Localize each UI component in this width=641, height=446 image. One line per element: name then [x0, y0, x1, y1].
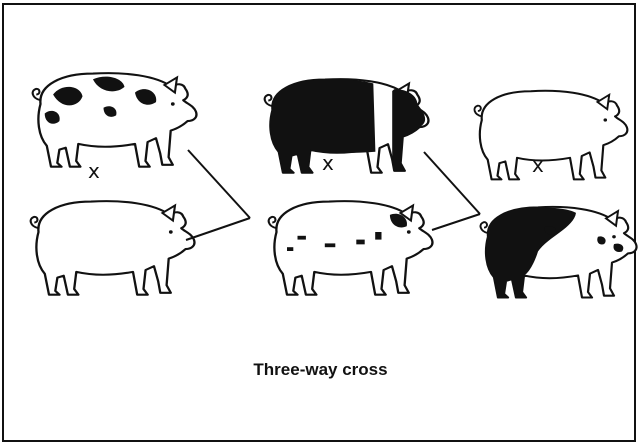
cross-symbol-3: x	[532, 153, 544, 177]
cross-symbol-1: x	[88, 159, 100, 183]
pig-three-way-cross	[479, 205, 638, 299]
connector-line	[423, 151, 481, 215]
pig-crossbred-f1	[267, 199, 434, 296]
pig-white-third-breed	[473, 89, 629, 181]
pig-spotted-parent	[31, 71, 198, 168]
diagram-caption: Three-way cross	[253, 360, 388, 379]
pig-white-parent	[29, 199, 196, 296]
cross-symbol-2: x	[322, 151, 334, 175]
pig-belted-parent	[263, 77, 430, 174]
connector-line	[185, 217, 251, 241]
connector-line	[431, 213, 481, 231]
connector-line	[187, 149, 251, 219]
